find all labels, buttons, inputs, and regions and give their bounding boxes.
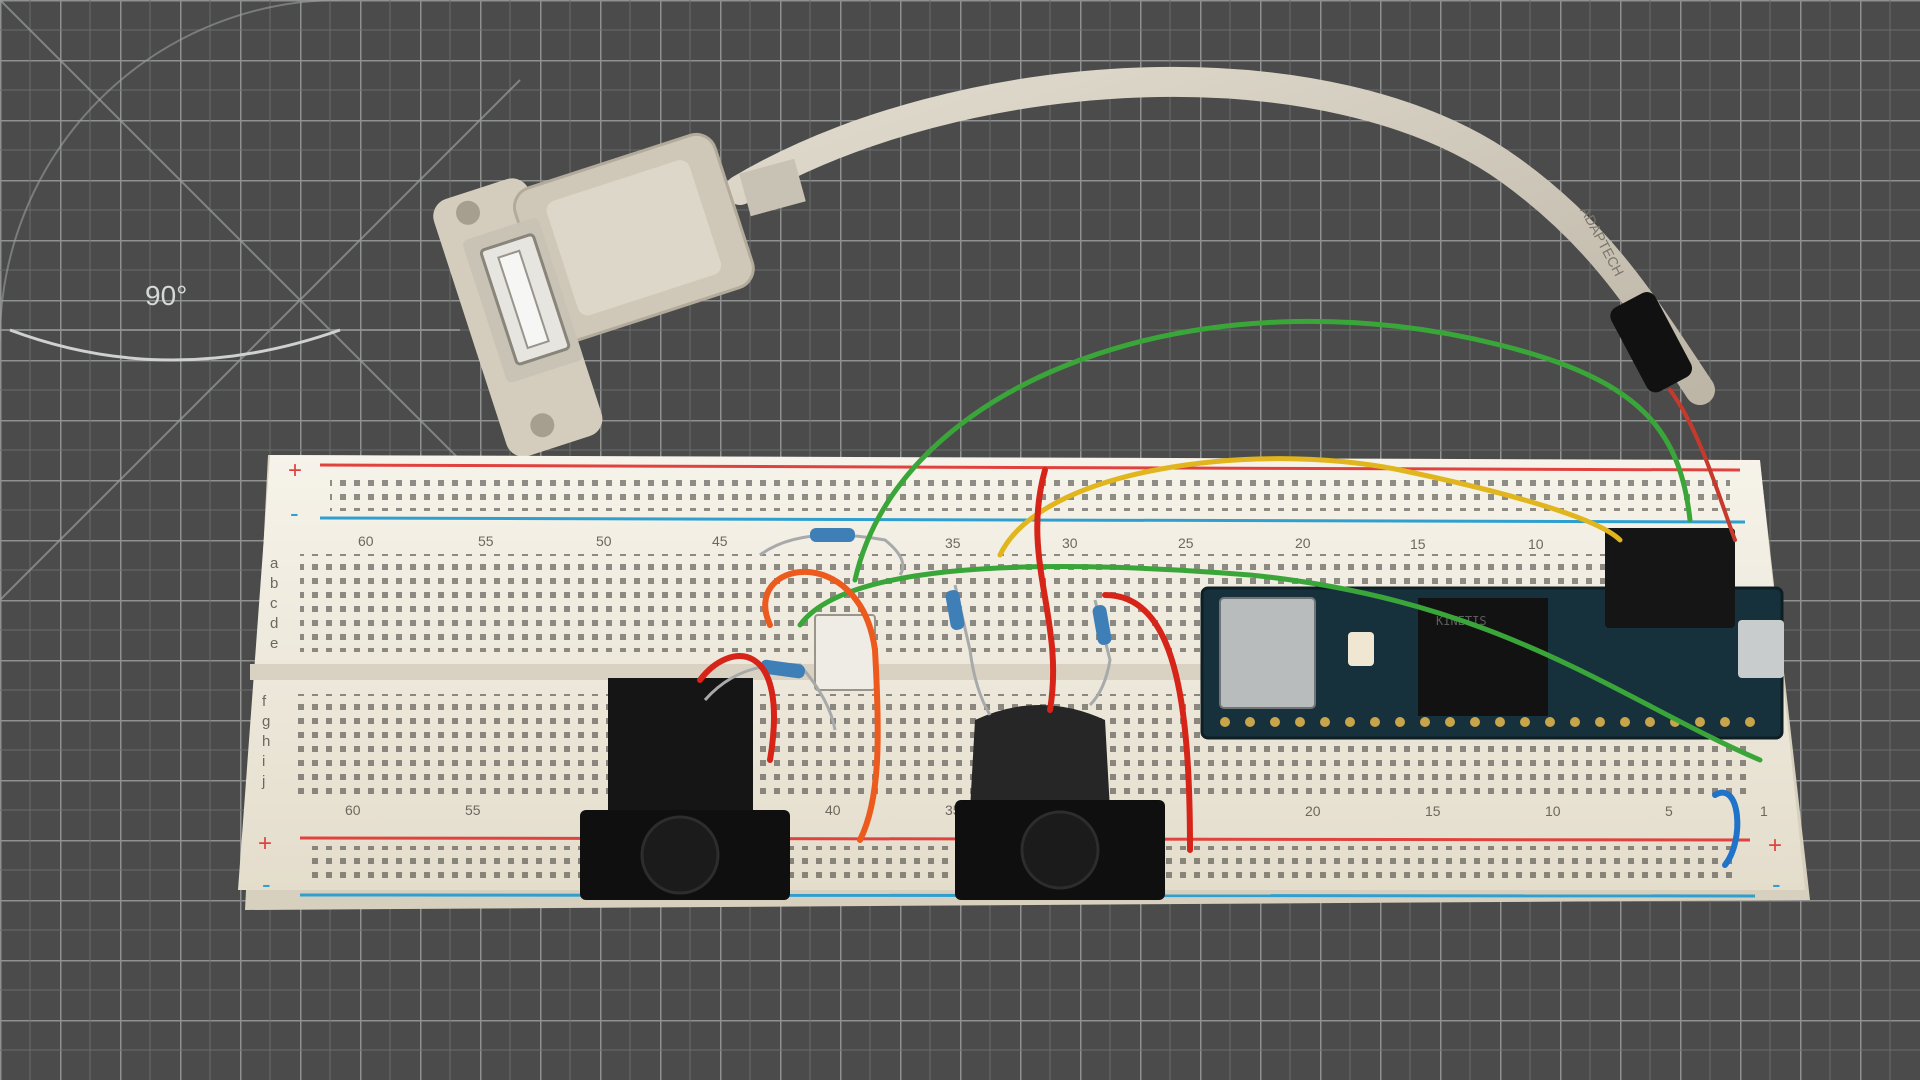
row-letters-top-a: a: [270, 555, 279, 572]
rail-minus-top: -: [290, 498, 299, 528]
row-letters-bottom-g: g: [262, 713, 270, 730]
col-num-top-45: 45: [712, 533, 728, 549]
jumper-wires: [697, 318, 1763, 868]
col-num-top-35: 35: [945, 535, 961, 551]
col-num-top-55: 55: [478, 533, 494, 549]
col-num-top-60: 60: [358, 533, 374, 549]
processor-chip: [1418, 598, 1548, 716]
col-num-top-15: 15: [1410, 536, 1426, 552]
col-num-bottom-5: 5: [1665, 803, 1673, 819]
row-letters-bottom-h: h: [262, 733, 270, 750]
usb-a-socket-connector: [433, 132, 755, 457]
rail-minus-bottom-right: -: [1772, 869, 1781, 899]
bottom-column-numbers: 60 55 40 35 20 15 10 5 1: [345, 802, 1768, 819]
col-num-top-30: 30: [1062, 535, 1078, 551]
row-letters-bottom-f: f: [262, 693, 267, 710]
resistor-4: [1088, 599, 1112, 707]
row-letters-bottom-j: j: [261, 773, 265, 790]
resistors: [703, 528, 1112, 731]
col-num-top-25: 25: [1178, 535, 1194, 551]
cable-heatshrink: [1610, 292, 1693, 393]
resistor-3: [945, 584, 992, 716]
usb-cable: ADAPTECH: [433, 66, 1715, 457]
row-letters-top-e: e: [270, 635, 278, 652]
reset-button: [1348, 632, 1374, 666]
yellow-wire: [997, 456, 1623, 558]
red-wire-3: [697, 653, 777, 763]
orange-wire: [762, 568, 881, 843]
col-num-bottom-20: 20: [1305, 803, 1321, 819]
red-wire-1: [1034, 467, 1057, 713]
col-num-top-50: 50: [596, 533, 612, 549]
midi-din-socket-left: [580, 678, 790, 900]
green-wire-long: [852, 318, 1693, 583]
col-num-bottom-40: 40: [825, 802, 841, 818]
micro-usb-port: [1738, 620, 1784, 678]
col-num-bottom-15: 15: [1425, 803, 1441, 819]
usb-header-connector: [1605, 528, 1735, 628]
rail-minus-bottom: -: [262, 869, 271, 899]
mat-angle-label: 90°: [145, 280, 187, 311]
top-column-numbers: 60 55 50 45 35 30 25 20 15 10: [358, 533, 1544, 552]
resistor-2: [703, 659, 837, 731]
optocoupler-chip: [814, 614, 876, 691]
red-wire-2: [1102, 592, 1193, 853]
midi-din-socket-right: [955, 705, 1165, 900]
rail-plus-top: +: [288, 457, 302, 484]
rail-plus-bottom: +: [258, 830, 272, 857]
col-num-top-20: 20: [1295, 535, 1311, 551]
rail-plus-bottom-right: +: [1768, 832, 1782, 859]
col-num-bottom-1: 1: [1760, 803, 1768, 819]
row-letters-top-c: c: [270, 595, 278, 612]
row-letters-top-b: b: [270, 575, 278, 592]
row-letters-bottom-i: i: [262, 753, 265, 770]
col-num-bottom-60: 60: [345, 802, 361, 818]
col-num-bottom-10: 10: [1545, 803, 1561, 819]
blue-wire: [1712, 789, 1741, 868]
col-num-top-10: 10: [1528, 536, 1544, 552]
col-num-bottom-55: 55: [465, 802, 481, 818]
green-wire-across: [797, 564, 1763, 763]
usb-cable-wires: [1668, 388, 1737, 542]
sd-card-slot: [1219, 597, 1316, 709]
row-letters-top-d: d: [270, 615, 278, 632]
